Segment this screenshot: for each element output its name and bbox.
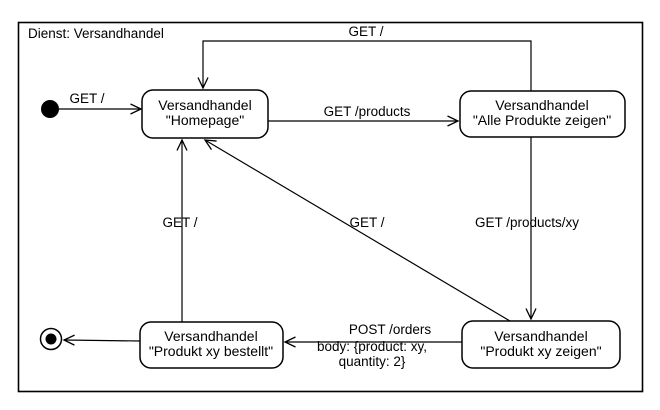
state-produkt-xy-bestellt-box <box>139 321 284 369</box>
final-state-inner-dot <box>45 333 57 345</box>
diagram-title: Dienst: Versandhandel <box>28 26 164 41</box>
transition-alle-produkte-to-homepage <box>203 40 532 91</box>
state-alle-produkte-zeigen-box <box>459 90 626 138</box>
state-homepage: Versandhandel "Homepage" <box>141 89 269 139</box>
state-produkt-xy-bestellt: Versandhandel "Produkt xy bestellt" <box>139 321 284 369</box>
state-produkt-xy-zeigen: Versandhandel "Produkt xy zeigen" <box>461 320 621 369</box>
label-post-orders-line2: body: {product: xy, <box>317 339 427 354</box>
transition-produkt-zeigen-to-homepage <box>205 140 511 322</box>
transition-produkt-bestellt-to-final <box>64 340 141 341</box>
label-initial-to-homepage: GET / <box>69 91 104 106</box>
label-post-orders-line3: quantity: 2} <box>339 354 406 369</box>
state-homepage-label-line1: Versandhandel <box>158 97 251 113</box>
state-alle-produkte-zeigen-label-line2: "Alle Produkte zeigen" <box>473 112 611 128</box>
state-homepage-label-line2: "Homepage" <box>166 112 244 128</box>
label-produkt-bestellt-to-homepage: GET / <box>162 215 197 230</box>
state-produkt-xy-bestellt-label-line2: "Produkt xy bestellt" <box>149 343 273 359</box>
initial-state-icon <box>41 100 59 118</box>
label-post-orders-line1: POST /orders <box>349 322 432 337</box>
label-alle-produkte-to-homepage: GET / <box>348 24 383 39</box>
state-homepage-box <box>141 89 269 139</box>
state-produkt-xy-bestellt-label-line1: Versandhandel <box>164 328 257 344</box>
label-produkt-zeigen-to-produkt-bestellt: POST /orders body: {product: xy, quantit… <box>317 322 431 369</box>
state-produkt-xy-zeigen-box <box>461 320 621 369</box>
final-state-icon <box>39 327 63 351</box>
state-alle-produkte-zeigen: Versandhandel "Alle Produkte zeigen" <box>459 90 626 138</box>
state-alle-produkte-zeigen-label-line1: Versandhandel <box>495 97 588 113</box>
label-produkt-zeigen-to-homepage: GET / <box>349 215 384 230</box>
state-produkt-xy-zeigen-label-line2: "Produkt xy zeigen" <box>480 343 601 359</box>
label-homepage-to-alle-produkte: GET /products <box>324 104 411 119</box>
state-produkt-xy-zeigen-label-line1: Versandhandel <box>494 328 587 344</box>
label-alle-produkte-to-produkt-zeigen: GET /products/xy <box>475 215 579 230</box>
